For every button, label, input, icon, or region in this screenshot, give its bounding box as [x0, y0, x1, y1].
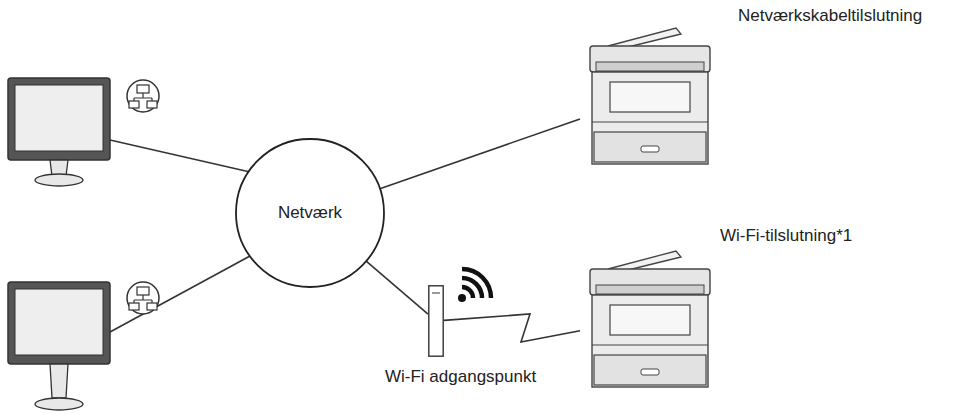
network-icon — [127, 282, 159, 314]
printer-symbol — [590, 251, 710, 387]
device-label: Wi-Fi-tilslutning*1 — [720, 226, 852, 246]
printer-device-outline — [580, 22, 720, 167]
access-point-outline — [428, 285, 444, 357]
computer-wire — [110, 256, 250, 332]
printer-device: Netværkskabeltilslutning — [580, 22, 720, 167]
device-label: Netværkskabeltilslutning — [738, 6, 922, 26]
network-link — [380, 119, 580, 189]
device-label: Wi-Fi adgangspunkt — [385, 367, 536, 387]
access-point: Wi-Fi adgangspunkt — [428, 285, 444, 357]
printer-device: Wi-Fi-tilslutning*1 — [580, 245, 720, 390]
wifi-symbol — [458, 269, 491, 302]
computer-wire — [110, 140, 250, 172]
computer-symbol — [8, 282, 110, 410]
printer-device-outline — [580, 245, 720, 390]
network-icon — [127, 80, 159, 112]
network-link — [444, 314, 580, 342]
computer-symbol — [8, 78, 110, 186]
node-label: Netværk — [235, 138, 385, 288]
network-link — [366, 261, 428, 314]
printer-symbol — [590, 28, 710, 164]
network-circle: Netværk — [235, 138, 385, 288]
